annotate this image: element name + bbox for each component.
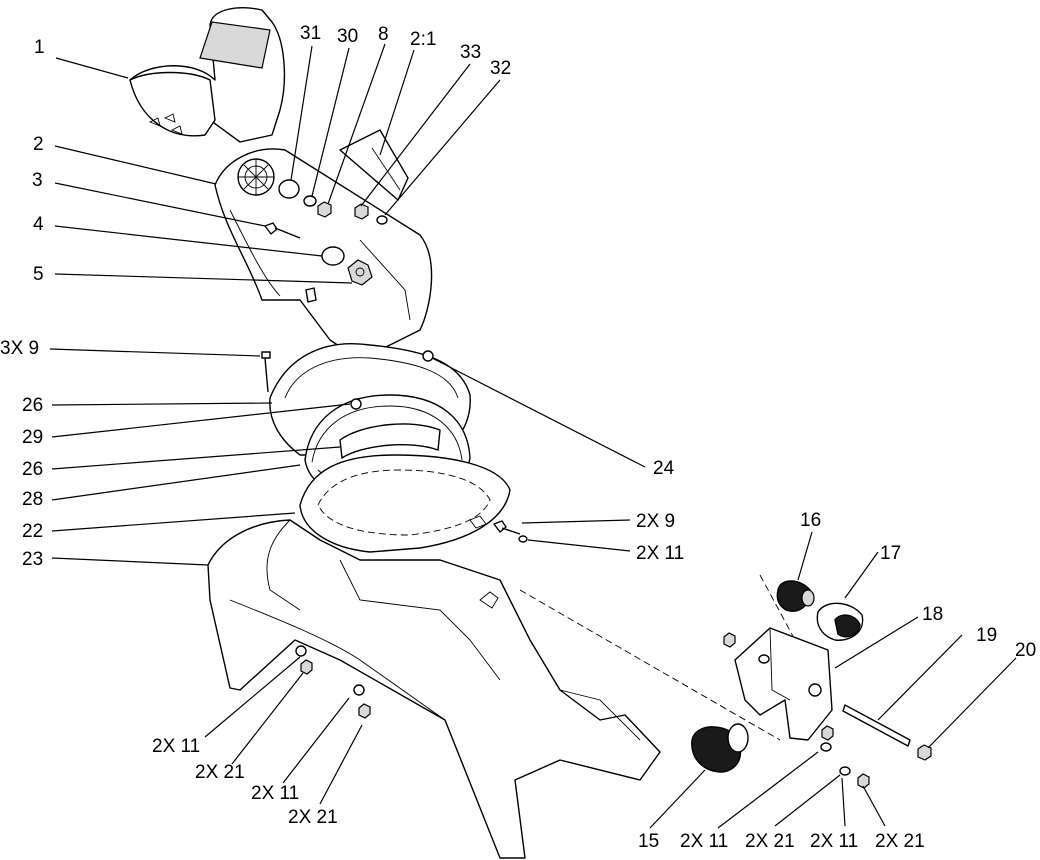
callout-18: 18 (922, 604, 943, 625)
callout-32: 32 (490, 58, 511, 79)
callout-30: 30 (337, 26, 358, 47)
callout-2x-21-bottom-a: 2X 21 (195, 762, 245, 783)
callout-2x-11-bottom-a: 2X 11 (152, 736, 200, 757)
callout-2x-9-right: 2X 9 (636, 511, 675, 532)
callout-2x-11-bottom-b: 2X 11 (251, 783, 299, 804)
callout-2x-21-bottom-d: 2X 21 (875, 831, 925, 852)
callout-1: 1 (34, 37, 45, 58)
chute-hardware (264, 179, 388, 303)
callout-2-1: 2:1 (410, 29, 436, 50)
callout-5: 5 (33, 264, 44, 285)
callout-15: 15 (638, 831, 659, 852)
callout-33: 33 (460, 42, 481, 63)
callout-26-upper: 26 (22, 395, 43, 416)
callout-23: 23 (22, 549, 43, 570)
leader-lines (49, 43, 1017, 829)
callout-4: 4 (33, 214, 44, 235)
callout-2x-11-bottom-c: 2X 11 (680, 831, 728, 852)
chute-base-flange-part (299, 454, 511, 553)
callout-2x-21-bottom-c: 2X 21 (745, 831, 795, 852)
callout-19: 19 (976, 625, 997, 646)
auger-housing-part (207, 519, 661, 859)
callout-17: 17 (880, 543, 901, 564)
callout-2: 2 (33, 134, 44, 155)
chute-deflector-part (129, 7, 286, 143)
callout-31: 31 (300, 23, 321, 44)
callout-2x-11-bottom-d: 2X 11 (810, 831, 858, 852)
callout-22: 22 (22, 521, 43, 542)
callout-20: 20 (1015, 640, 1036, 661)
callout-2x-11-right: 2X 11 (636, 543, 684, 564)
callout-24: 24 (653, 458, 675, 479)
callout-3x-9: 3X 9 (0, 338, 39, 359)
callout-8: 8 (378, 24, 389, 45)
callout-26-lower: 26 (22, 459, 43, 480)
callout-3: 3 (32, 170, 43, 191)
callout-2x-21-bottom-b: 2X 21 (288, 807, 338, 828)
callout-16: 16 (800, 510, 821, 531)
drive-assembly-part (493, 520, 932, 789)
callout-labels: 1 31 30 8 2:1 33 32 2 3 4 5 3X 9 26 29 2… (0, 23, 1036, 852)
callout-29: 29 (22, 427, 43, 448)
callout-28: 28 (22, 489, 43, 510)
